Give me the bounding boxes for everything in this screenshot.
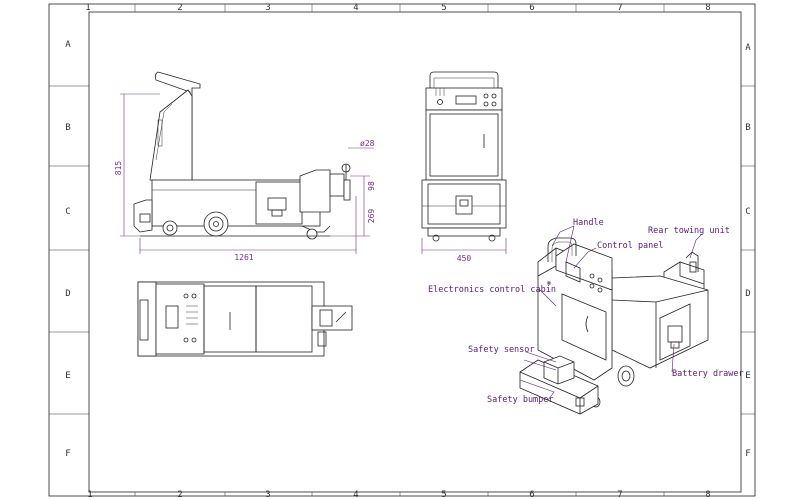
callout-control-panel: Control panel [597,241,664,251]
column-labels-bottom: 1 2 3 4 5 6 7 8 [87,490,710,500]
front-cabin [425,109,503,181]
dim-hitch-height: 98 [367,181,376,191]
front-dimensions: 450 [421,238,507,263]
side-cabin [149,89,193,183]
col-label: 4 [353,490,358,500]
row-label: B [65,123,70,133]
callout-leaders [519,225,703,401]
iso-battery-drawer [659,303,691,361]
front-control-panel [425,87,503,111]
row-label: D [745,289,750,299]
callout-safety-sensor: Safety sensor [468,345,535,355]
callout-labels: Handle Control panel Rear towing unit El… [428,218,744,405]
col-label: 8 [705,490,710,500]
row-label: A [745,43,751,53]
front-view [421,71,507,242]
row-label: F [745,449,750,459]
row-label: D [65,289,70,299]
dim-overall-height: 815 [114,161,123,176]
col-label: 2 [177,3,182,13]
callout-handle: Handle [573,218,604,228]
top-control-panel [155,283,205,355]
row-labels-left: A B C D E F [65,40,71,459]
row-label: C [65,207,70,217]
col-label: 5 [441,3,446,13]
front-handle [429,71,499,90]
col-label: 6 [529,490,534,500]
grid-dividers [49,4,755,496]
iso-safety-bumper [519,359,599,415]
side-dimensions: 815 1261 ø28 98 269 [114,93,376,262]
col-label: 8 [705,3,710,13]
col-label: 3 [265,490,270,500]
callout-electronics-control-cabin: Electronics control cabin [428,285,556,295]
row-label: A [65,40,71,50]
iso-control-panel [555,243,613,291]
side-battery-drawer [255,181,303,225]
dim-overall-length: 1261 [234,253,253,262]
callout-rear-towing-unit: Rear towing unit [648,226,730,236]
iso-handle [547,237,577,262]
row-label: B [745,123,750,133]
side-tow-unit [299,169,331,213]
iso-drive-wheel [617,365,635,387]
row-label: F [65,449,70,459]
side-drive-wheel [203,211,229,237]
column-labels-top: 1 2 3 4 5 6 7 8 [85,3,710,13]
dim-hitch-diameter: ø28 [360,139,375,148]
side-bumper [133,199,153,233]
row-labels-right: A B C D E F [745,43,751,459]
col-label: 6 [529,3,534,13]
side-caster-wheel [162,220,178,236]
side-view [133,71,351,240]
col-label: 3 [265,3,270,13]
iso-safety-sensor [543,355,575,385]
col-label: 5 [441,490,446,500]
isometric-view [519,237,709,415]
col-label: 7 [617,490,622,500]
row-label: E [745,371,750,381]
col-label: 1 [87,490,92,500]
col-label: 7 [617,3,622,13]
dim-base-height: 269 [367,209,376,224]
col-label: 1 [85,3,90,13]
row-label: E [65,371,70,381]
top-view [137,281,353,357]
row-label: C [745,207,750,217]
callout-battery-drawer: Battery drawer [672,369,744,379]
front-lower-body [421,179,507,229]
dim-width: 450 [457,254,472,263]
inner-frame [88,11,742,493]
col-label: 2 [177,490,182,500]
callout-safety-bumper: Safety bumper [487,395,554,405]
col-label: 4 [353,3,358,13]
